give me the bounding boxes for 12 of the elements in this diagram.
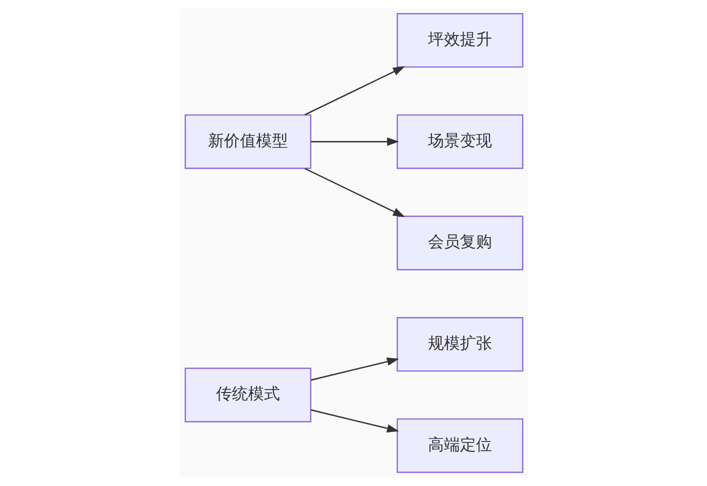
node-box: 会员复购 — [396, 216, 523, 270]
arrow — [310, 409, 399, 432]
node-box: 规模扩张 — [396, 317, 523, 372]
arrow — [310, 358, 399, 381]
arrow — [310, 137, 399, 146]
arrow — [304, 66, 405, 116]
arrow — [304, 168, 405, 218]
node-box: 坪效提升 — [396, 13, 523, 68]
node-box: 场景变现 — [396, 114, 523, 169]
node-box: 传统模式 — [184, 368, 311, 422]
node-box: 新价值模型 — [184, 114, 311, 169]
node-box: 高端定位 — [396, 418, 523, 473]
